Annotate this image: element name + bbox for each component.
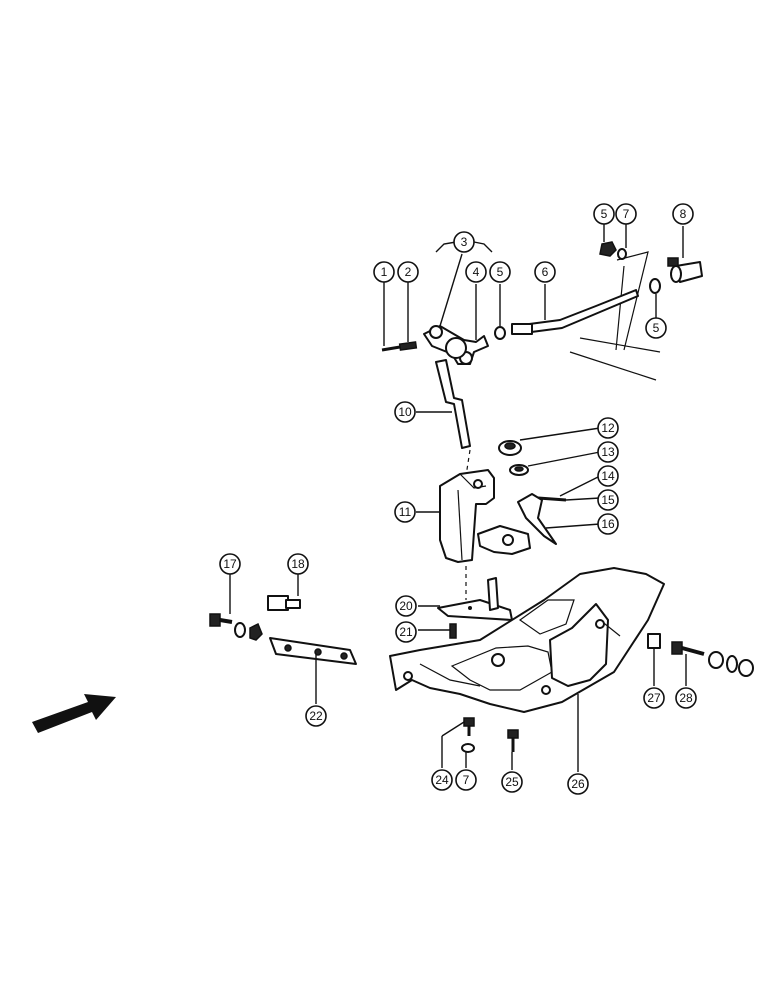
callout-8: 8 [672, 203, 694, 225]
callout-7a: 7 [615, 203, 637, 225]
cab-outline [569, 251, 661, 381]
pin-21 [449, 623, 457, 639]
washer [494, 326, 506, 340]
svg-text:18: 18 [291, 557, 305, 571]
callout-3: 3 [453, 231, 475, 253]
svg-text:6: 6 [542, 265, 549, 279]
callout-10: 10 [394, 401, 416, 423]
svg-text:4: 4 [473, 265, 480, 279]
callout-22: 22 [305, 705, 327, 727]
callout-24: 24 [431, 769, 453, 791]
main-frame [389, 567, 665, 713]
callout-26: 26 [567, 773, 589, 795]
svg-text:21: 21 [399, 625, 413, 639]
callout-13: 13 [597, 441, 619, 463]
fitting-18 [267, 595, 301, 611]
callout-18: 18 [287, 553, 309, 575]
callout-1: 1 [373, 261, 395, 283]
svg-text:5: 5 [653, 321, 660, 335]
callout-27: 27 [643, 687, 665, 709]
svg-text:13: 13 [601, 445, 615, 459]
callout-2: 2 [397, 261, 419, 283]
callout-25: 25 [501, 771, 523, 793]
callout-5c: 5 [645, 317, 667, 339]
bolt-28 [671, 641, 754, 677]
svg-text:10: 10 [398, 405, 412, 419]
callout-4: 4 [465, 261, 487, 283]
pin-2 [398, 341, 418, 351]
direction-arrow-icon [32, 694, 116, 733]
svg-text:24: 24 [435, 773, 449, 787]
plate-20 [437, 577, 513, 621]
callout-28: 28 [675, 687, 697, 709]
svg-text:2: 2 [405, 265, 412, 279]
svg-text:16: 16 [601, 517, 615, 531]
callout-6: 6 [534, 261, 556, 283]
bar-22 [269, 637, 357, 665]
svg-text:8: 8 [680, 207, 687, 221]
clevis-connector [667, 257, 703, 283]
pin-1 [381, 345, 401, 352]
callout-16: 16 [597, 513, 619, 535]
svg-text:5: 5 [601, 207, 608, 221]
svg-text:25: 25 [505, 775, 519, 789]
nut-12 [498, 440, 522, 456]
svg-text:20: 20 [399, 599, 413, 613]
washer [649, 278, 661, 294]
leader-lines [229, 224, 687, 772]
pin-14 [537, 496, 567, 502]
svg-text:3: 3 [461, 235, 468, 249]
bolt-24 [461, 717, 475, 753]
callout-7b: 7 [455, 769, 477, 791]
bell-crank-lever [423, 325, 489, 365]
callout-15: 15 [597, 489, 619, 511]
callout-5b: 5 [593, 203, 615, 225]
bracket-housing [439, 469, 531, 563]
svg-text:7: 7 [463, 773, 470, 787]
lever-16 [517, 493, 557, 545]
bolt-17 [209, 613, 263, 641]
callout-12: 12 [597, 417, 619, 439]
svg-text:1: 1 [381, 265, 388, 279]
control-rod [511, 289, 639, 335]
svg-text:7: 7 [623, 207, 630, 221]
shaft [435, 359, 471, 449]
callout-5a: 5 [489, 261, 511, 283]
callout-20: 20 [395, 595, 417, 617]
svg-text:27: 27 [647, 691, 661, 705]
svg-text:14: 14 [601, 469, 615, 483]
bushing-27 [647, 633, 661, 649]
callout-17: 17 [219, 553, 241, 575]
svg-text:5: 5 [497, 265, 504, 279]
svg-text:12: 12 [601, 421, 615, 435]
svg-text:22: 22 [309, 709, 323, 723]
svg-text:28: 28 [679, 691, 693, 705]
nut-washer-top [599, 241, 627, 260]
svg-text:11: 11 [399, 505, 412, 519]
bolt-25 [507, 729, 519, 752]
svg-text:17: 17 [223, 557, 237, 571]
callout-14: 14 [597, 465, 619, 487]
callout-11: 11 [394, 501, 416, 523]
svg-text:15: 15 [601, 493, 615, 507]
washer-13 [509, 464, 529, 476]
svg-text:26: 26 [571, 777, 585, 791]
callout-21: 21 [395, 621, 417, 643]
